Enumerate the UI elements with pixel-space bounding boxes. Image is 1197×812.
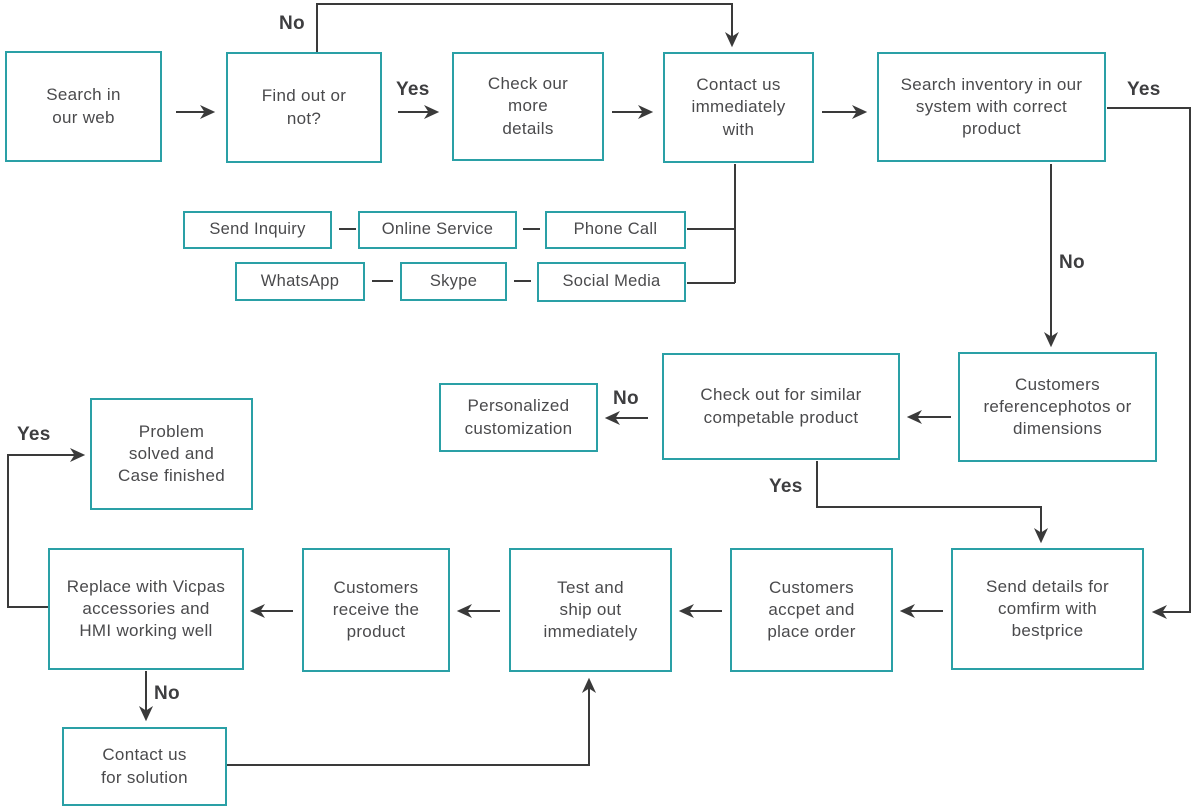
edge-label-no-top: No (279, 13, 305, 34)
edge-inventory-yes-to-senddetails (1107, 107, 1191, 620)
node-social-media: Social Media (537, 262, 686, 302)
node-problem-solved: Problem solved and Case finished (90, 398, 253, 510)
node-online-service: Online Service (358, 211, 517, 249)
node-test-ship: Test and ship out immediately (509, 548, 672, 672)
edge-findout-no-loop (316, 3, 740, 52)
node-phone-call: Phone Call (545, 211, 686, 249)
node-check-out: Check out for similar competable product (662, 353, 900, 460)
node-customers-reference: Customers referencephotos or dimensions (958, 352, 1157, 462)
node-send-details: Send details for comfirm with bestprice (951, 548, 1144, 670)
edge-checkout-yes-to-senddetails (816, 461, 1049, 544)
node-replace-vicpas: Replace with Vicpas accessories and HMI … (48, 548, 244, 670)
node-contact-us: Contact us immediately with (663, 52, 814, 163)
edge-label-no-right: No (1059, 252, 1085, 273)
edge-label-yes-top: Yes (396, 79, 430, 100)
edge-replace-yes-to-problemsolved (7, 447, 86, 608)
node-send-inquiry: Send Inquiry (183, 211, 332, 249)
node-find-out: Find out or not? (226, 52, 382, 163)
node-skype: Skype (400, 262, 507, 301)
node-whatsapp: WhatsApp (235, 262, 365, 301)
node-customers-accept: Customers accpet and place order (730, 548, 893, 672)
node-customers-receive: Customers receive the product (302, 548, 450, 672)
edge-label-yes-right: Yes (1127, 79, 1161, 100)
edge-label-no-middle: No (613, 388, 639, 409)
node-search-web: Search in our web (5, 51, 162, 162)
node-check-details: Check our more details (452, 52, 604, 161)
edge-label-no-bottom: No (154, 683, 180, 704)
node-contact-solution: Contact us for solution (62, 727, 227, 806)
edge-label-yes-middle: Yes (769, 476, 803, 497)
node-search-inventory: Search inventory in our system with corr… (877, 52, 1106, 162)
edge-label-yes-left: Yes (17, 424, 51, 445)
edge-contactsolution-to-testship (227, 677, 597, 766)
node-personalized-customization: Personalized customization (439, 383, 598, 452)
